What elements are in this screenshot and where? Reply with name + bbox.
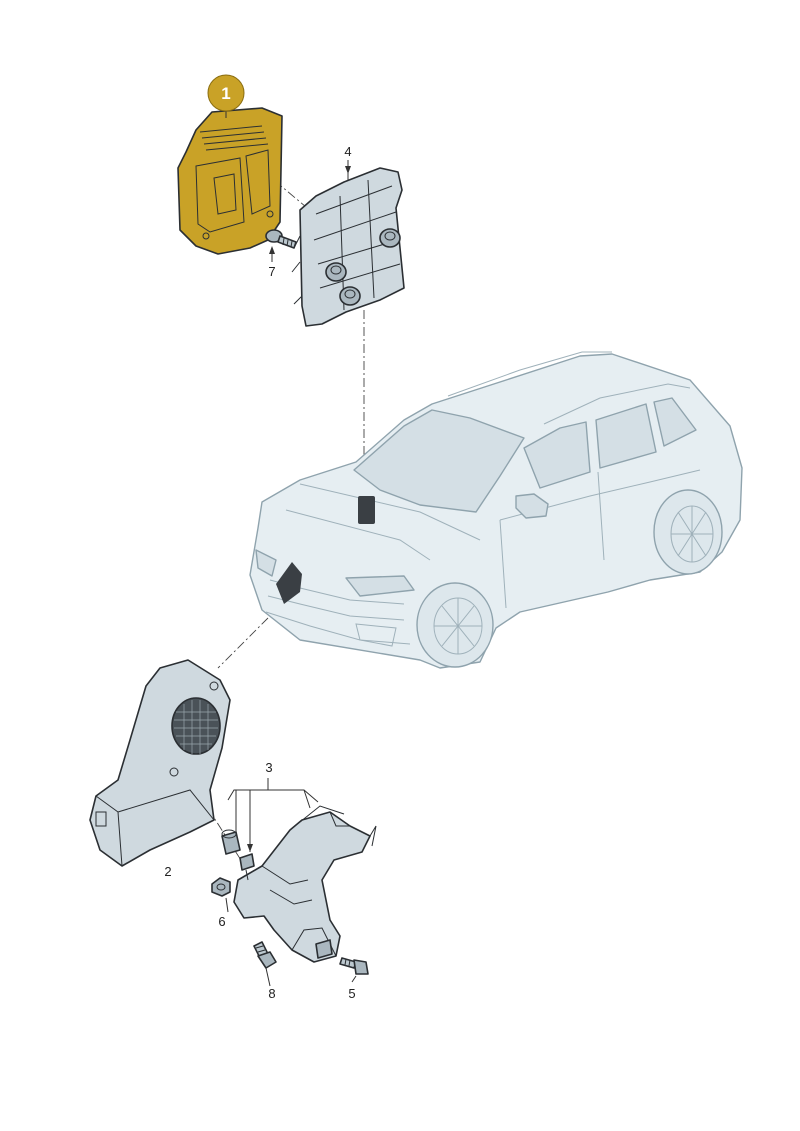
part-3-grommet [221,829,241,855]
car-window-rear [595,403,657,469]
part-7-screw [265,229,297,249]
callout-2-label[interactable]: 2 [164,864,171,879]
car-windscreen-marker [358,496,375,524]
part-6-nut [211,877,231,897]
part-8-screw [253,941,277,969]
car-side-mirror [515,493,549,519]
part-3-holder-bracket [233,805,377,963]
part-2-radar-sensor [89,659,231,867]
part-1-control-unit [177,107,283,255]
callout-6-label[interactable]: 6 [218,914,225,929]
callout-5-label[interactable]: 5 [348,986,355,1001]
car-windshield [353,409,525,513]
car-roof-rail [447,351,612,397]
car-window-front [523,421,591,489]
callout-7-label[interactable]: 7 [268,264,275,279]
callout-3-label[interactable]: 3 [265,760,272,775]
callout-8-label[interactable]: 8 [268,986,275,1001]
part-4-mounting-bracket [291,167,405,327]
bracket-stud-middle [325,262,347,282]
bracket-stud-lower [339,286,361,306]
callout-1-badge[interactable]: 1 [207,74,245,112]
part-5-screw [339,957,369,975]
callout-1-label: 1 [221,84,230,103]
car-headlight [345,575,415,597]
vehicle-suv-illustration [249,351,743,669]
callout-4-label[interactable]: 4 [344,144,351,159]
car-window-quarter [653,397,697,447]
car-front-emblem-marker [276,562,302,604]
radar-sensor-grille [171,697,221,755]
bracket-stud-upper [379,228,401,248]
label-leader-lines [225,106,357,987]
part-3-clip-nut [239,853,255,881]
car-rear-wheel [653,489,723,575]
car-front-wheel [416,582,494,668]
